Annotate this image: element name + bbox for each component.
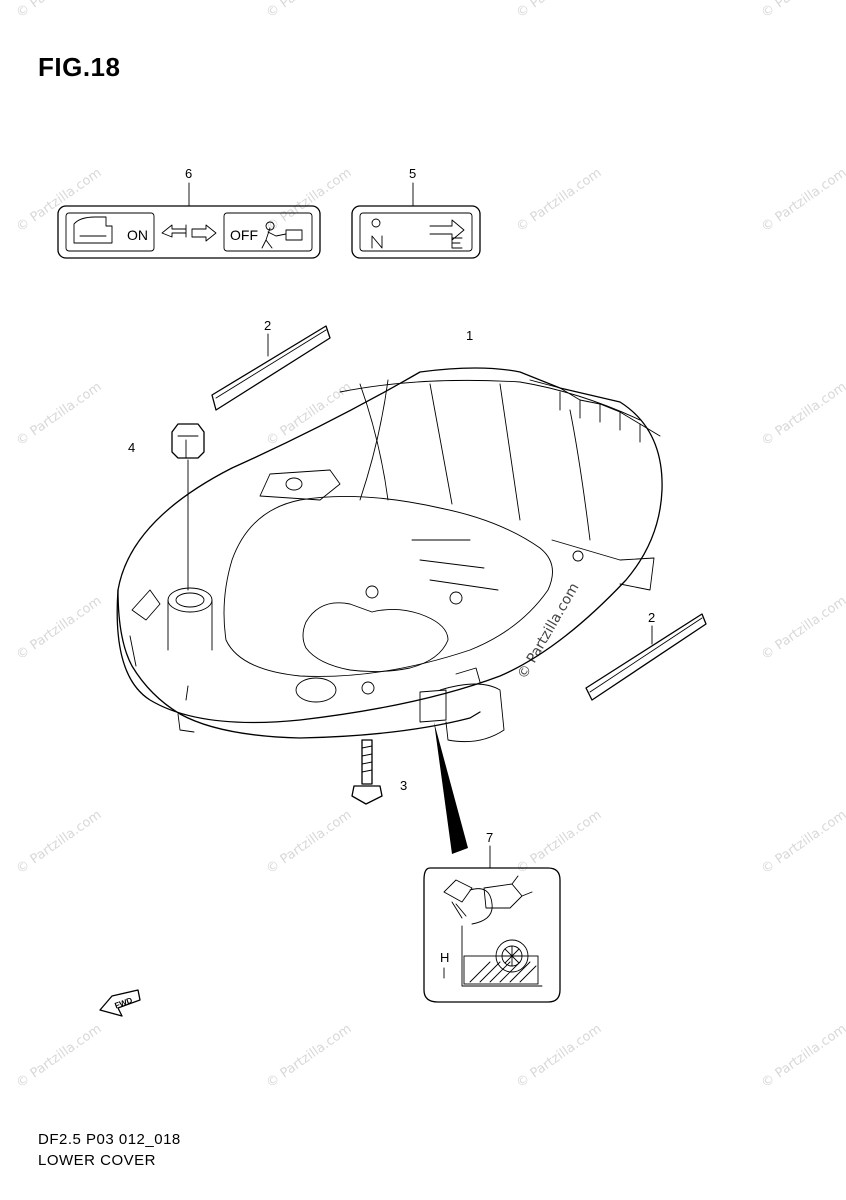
- figure-title: FIG.18: [38, 52, 121, 82]
- callout-4: 4: [128, 440, 135, 455]
- callout-7: 7: [486, 830, 493, 845]
- watermark: © Partzilla.com: [759, 379, 846, 449]
- watermark: © Partzilla.com: [264, 807, 355, 877]
- oil-level-h: H: [440, 950, 449, 965]
- callout-6: 6: [185, 166, 192, 181]
- callout-3: 3: [400, 778, 407, 793]
- watermark: © Partzilla.com: [264, 0, 355, 21]
- diagram-code: DF2.5 P03 012_018: [38, 1131, 181, 1148]
- part-4-grommet: 4: [128, 423, 205, 591]
- fwd-direction-arrow: FWD: [99, 989, 141, 1017]
- watermark: © Partzilla.com: [514, 0, 605, 21]
- watermark: © Partzilla.com: [264, 1021, 355, 1091]
- watermark: © Partzilla.com: [14, 593, 105, 663]
- callout-5: 5: [409, 166, 416, 181]
- watermark: © Partzilla.com: [14, 165, 105, 235]
- callout-1: 1: [466, 328, 473, 343]
- watermark: © Partzilla.com: [14, 807, 105, 877]
- on-text: ON: [127, 227, 148, 243]
- watermark: © Partzilla.com: [264, 165, 355, 235]
- watermark: © Partzilla.com: [759, 807, 846, 877]
- part-2-seal-strip-lower: 2: [585, 610, 707, 701]
- label-pointer: [434, 722, 468, 854]
- watermark: © Partzilla.com: [514, 165, 605, 235]
- watermark: © Partzilla.com: [14, 0, 105, 21]
- watermark: © Partzilla.com: [264, 379, 355, 449]
- watermark: © Partzilla.com: [514, 807, 605, 877]
- part-7-oil-label: 7 H: [423, 830, 561, 1003]
- part-2-seal-strip-upper: 2: [211, 318, 331, 411]
- part-6-onoff-label: ON OFF 6: [57, 166, 321, 259]
- callout-2-lower: 2: [648, 610, 655, 625]
- watermark-layer: © Partzilla.com © Partzilla.com © Partzi…: [14, 0, 846, 1091]
- watermark: © Partzilla.com: [759, 0, 846, 21]
- diagram-name: LOWER COVER: [38, 1152, 157, 1169]
- fwd-text: FWD: [113, 996, 133, 1011]
- part-1-lower-cover: 1: [116, 328, 663, 743]
- watermark: © Partzilla.com: [759, 593, 846, 663]
- watermark: © Partzilla.com: [759, 1021, 846, 1091]
- watermark: © Partzilla.com: [759, 165, 846, 235]
- callout-2-upper: 2: [264, 318, 271, 333]
- watermark: © Partzilla.com: [14, 1021, 105, 1091]
- watermark: © Partzilla.com: [514, 1021, 605, 1091]
- off-text: OFF: [230, 227, 258, 243]
- part-3-screw: 3: [351, 739, 407, 805]
- watermark: © Partzilla.com: [14, 379, 105, 449]
- part-5-neutral-label: 5: [351, 166, 481, 259]
